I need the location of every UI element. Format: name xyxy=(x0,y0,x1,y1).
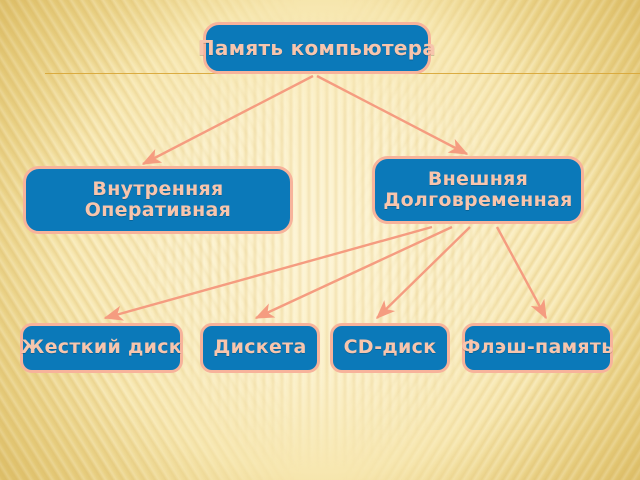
node-cd-disk[interactable]: CD-диск xyxy=(330,323,450,373)
node-external-memory-line1: Внешняя xyxy=(427,167,529,190)
node-external-memory-text: Внешняя Долговременная xyxy=(383,167,573,212)
node-external-memory[interactable]: Внешняя Долговременная xyxy=(372,156,584,224)
node-internal-memory[interactable]: Внутренняя Оперативная xyxy=(23,166,293,234)
node-hard-disk-label: Жесткий диск xyxy=(21,336,182,359)
node-floppy-disk-label: Дискета xyxy=(213,336,307,359)
node-internal-memory-line1: Внутренняя xyxy=(92,177,224,200)
node-flash-memory[interactable]: Флэш-память xyxy=(461,323,614,373)
node-floppy-disk[interactable]: Дискета xyxy=(200,323,320,373)
node-external-memory-line2: Долговременная xyxy=(383,189,573,211)
node-hard-disk[interactable]: Жесткий диск xyxy=(20,323,183,373)
node-flash-memory-label: Флэш-память xyxy=(461,336,614,359)
node-computer-memory[interactable]: Память компьютера xyxy=(198,22,436,74)
node-internal-memory-line2: Оперативная xyxy=(84,199,232,221)
node-computer-memory-label: Память компьютера xyxy=(197,35,437,60)
node-internal-memory-text: Внутренняя Оперативная xyxy=(84,177,232,222)
node-cd-disk-label: CD-диск xyxy=(343,336,437,359)
